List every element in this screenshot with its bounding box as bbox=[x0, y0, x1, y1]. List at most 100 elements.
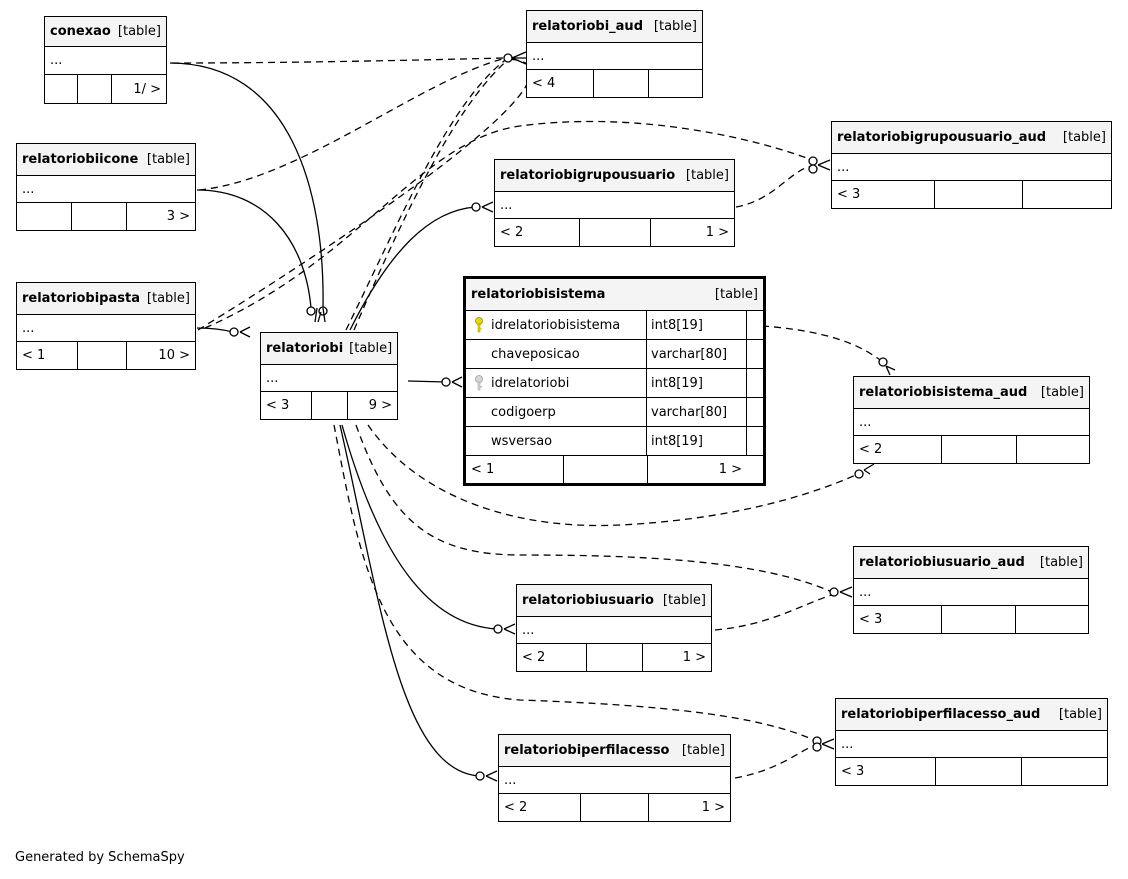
footer-parents: < 2 bbox=[495, 219, 580, 246]
edge-conexao-relatoriobi-aud bbox=[171, 57, 505, 64]
table-relatoriobipasta[interactable]: relatoriobipasta [table] ... < 1 10 > bbox=[16, 282, 196, 370]
marker-crowfoot bbox=[481, 201, 494, 213]
table-relatoriobigrupousuario-aud[interactable]: relatoriobigrupousuario_aud [table] ... … bbox=[831, 121, 1112, 209]
marker-crowfoot bbox=[485, 770, 498, 782]
footer-children: 1 > bbox=[718, 462, 742, 477]
table-relatoriobigrupousuario[interactable]: relatoriobigrupousuario [table] ... < 2 … bbox=[494, 159, 735, 247]
footer-parents: < 1 bbox=[466, 456, 564, 483]
table-ellipsis: ... bbox=[45, 47, 166, 75]
edge-relatoriobi-relatoriobi-aud-a bbox=[345, 57, 509, 331]
table-footer: < 2 1 > bbox=[499, 794, 730, 821]
table-conexao[interactable]: conexao [table] ... 1/ > bbox=[44, 16, 167, 104]
edge-relatoriobiicone-relatoriobi-aud bbox=[198, 57, 507, 191]
footer-parents: < 3 bbox=[854, 606, 942, 633]
footer-middle bbox=[942, 606, 1016, 633]
table-header: relatoriobiperfilacesso [table] bbox=[499, 735, 730, 767]
table-ellipsis: ... bbox=[261, 365, 397, 392]
marker-circle bbox=[441, 377, 451, 387]
table-footer: < 4 bbox=[527, 70, 702, 97]
table-type: [table] bbox=[1062, 130, 1106, 145]
table-name: relatoriobigrupousuario_aud bbox=[837, 130, 1047, 145]
footer-middle bbox=[594, 70, 649, 97]
footer-parents: < 2 bbox=[854, 436, 942, 463]
footer-parents: < 4 bbox=[527, 70, 594, 97]
table-header: relatoriobiusuario [table] bbox=[517, 585, 711, 617]
table-relatoriobiusuario[interactable]: relatoriobiusuario [table] ... < 2 1 > bbox=[516, 584, 712, 672]
table-relatoriobiusuario-aud[interactable]: relatoriobiusuario_aud [table] ... < 3 bbox=[853, 546, 1089, 634]
table-relatoriobi-aud[interactable]: relatoriobi_aud [table] ... < 4 bbox=[526, 10, 703, 98]
table-footer: < 1 10 > bbox=[17, 342, 195, 369]
edge-relatoriobipasta-relatoriobigrupousuario-aud bbox=[204, 120, 813, 329]
marker-crowfoot bbox=[451, 376, 463, 388]
table-ellipsis: ... bbox=[527, 43, 702, 70]
table-relatoriobisistema-aud[interactable]: relatoriobisistema_aud [table] ... < 2 bbox=[853, 376, 1090, 464]
footer-middle bbox=[942, 436, 1017, 463]
footer-children: 1 > bbox=[705, 225, 729, 240]
edge-relatoriobi-relatoriobigrupousuario bbox=[349, 206, 477, 331]
marker-crowfoot bbox=[839, 586, 853, 598]
column-row: chaveposicao varchar[80] bbox=[466, 340, 763, 369]
column-row: idrelatoriobisistema int8[19] bbox=[466, 311, 763, 340]
footer-middle bbox=[78, 75, 112, 103]
footer-middle bbox=[580, 219, 651, 246]
marker-circle bbox=[471, 202, 481, 212]
table-relatoriobiicone[interactable]: relatoriobiicone [table] ... 3 > bbox=[16, 143, 196, 231]
table-name: relatoriobiperfilacesso_aud bbox=[841, 707, 1041, 722]
table-name: relatoriobisistema_aud bbox=[859, 385, 1028, 400]
primary-key-icon bbox=[471, 317, 487, 333]
footer-parents: < 1 bbox=[17, 342, 78, 369]
table-name: conexao bbox=[50, 24, 111, 39]
edge-conexao-relatoriobi bbox=[169, 62, 324, 309]
table-type: [table] bbox=[714, 287, 758, 302]
table-type: [table] bbox=[349, 341, 393, 356]
table-type: [table] bbox=[681, 743, 725, 758]
footer-children: 9 > bbox=[368, 398, 392, 413]
column-row: codigoerp varchar[80] bbox=[466, 398, 763, 427]
table-ellipsis: ... bbox=[17, 176, 195, 203]
footer-children: 1 > bbox=[682, 650, 706, 665]
table-relatoriobiperfilacesso[interactable]: relatoriobiperfilacesso [table] ... < 2 … bbox=[498, 734, 731, 822]
marker-circle bbox=[503, 53, 513, 63]
marker-circle bbox=[493, 624, 503, 634]
table-header: relatoriobisistema [table] bbox=[466, 279, 763, 311]
footer-middle bbox=[935, 181, 1023, 208]
footer-middle bbox=[581, 794, 649, 821]
footer-middle bbox=[78, 342, 127, 369]
table-name: relatoriobi bbox=[266, 341, 344, 356]
table-name: relatoriobiusuario bbox=[522, 593, 654, 608]
table-relatoriobi[interactable]: relatoriobi [table] ... < 3 9 > bbox=[260, 332, 398, 420]
table-type: [table] bbox=[662, 593, 706, 608]
column-name: idrelatoriobisistema bbox=[491, 317, 621, 333]
table-relatoriobisistema[interactable]: relatoriobisistema [table] idrelatoriobi… bbox=[463, 276, 766, 486]
marker-circle bbox=[812, 742, 822, 752]
marker-circle bbox=[229, 327, 239, 337]
table-name: relatoriobi_aud bbox=[532, 19, 643, 34]
table-ellipsis: ... bbox=[499, 767, 730, 794]
table-type: [table] bbox=[146, 152, 190, 167]
table-header: relatoriobipasta [table] bbox=[17, 283, 195, 315]
footer-middle bbox=[72, 203, 127, 230]
marker-circle bbox=[829, 587, 839, 597]
marker-crowfoot bbox=[821, 738, 835, 750]
table-header: conexao [table] bbox=[45, 17, 166, 47]
edge-relatoriobiicone-relatoriobi bbox=[196, 189, 312, 309]
table-relatoriobiperfilacesso-aud[interactable]: relatoriobiperfilacesso_aud [table] ... … bbox=[835, 698, 1108, 786]
table-type: [table] bbox=[1039, 555, 1083, 570]
column-row: idrelatoriobi int8[19] bbox=[466, 369, 763, 398]
marker-circle bbox=[475, 771, 485, 781]
column-type: int8[19] bbox=[647, 311, 747, 339]
footer-children bbox=[1023, 181, 1111, 208]
footer-parents: < 3 bbox=[261, 392, 312, 419]
table-footer: < 3 bbox=[854, 606, 1088, 633]
column-name: codigoerp bbox=[491, 404, 556, 420]
column-type: int8[19] bbox=[647, 427, 747, 455]
footer-children: 1 > bbox=[701, 800, 725, 815]
footer-children bbox=[1017, 436, 1089, 463]
footer-parents: < 3 bbox=[836, 758, 936, 785]
footer-middle bbox=[312, 392, 348, 419]
edge-relatoriobipasta-relatoriobi bbox=[196, 327, 234, 333]
footer-parents: < 2 bbox=[517, 644, 587, 671]
footer-children bbox=[649, 70, 702, 97]
edge-relatoriobi-relatoriobiusuario bbox=[341, 424, 498, 630]
table-footer: < 2 1 > bbox=[495, 219, 734, 246]
